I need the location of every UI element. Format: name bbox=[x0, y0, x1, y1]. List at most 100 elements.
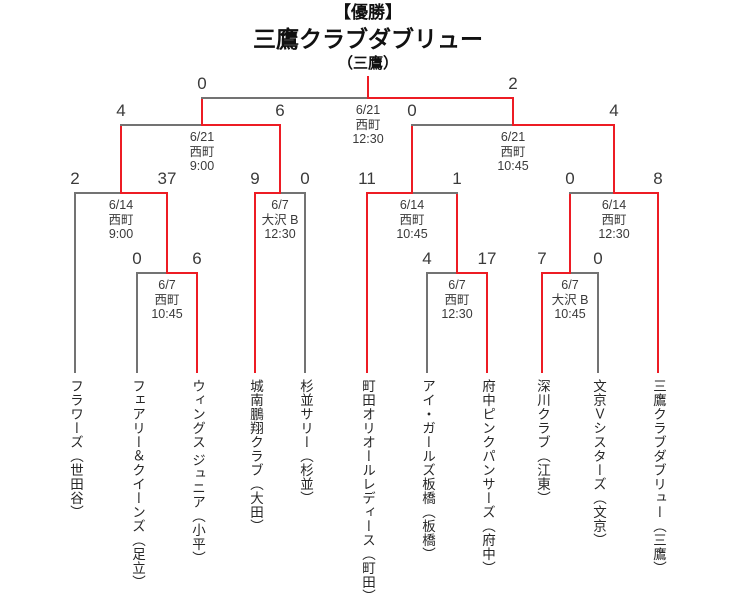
team-region-text: （江東） bbox=[535, 449, 550, 505]
champion-block: 【優勝】 三鷹クラブダブリュー （三鷹） bbox=[168, 2, 568, 74]
team-region-text: （町田） bbox=[360, 547, 375, 600]
team-leg-line bbox=[366, 192, 368, 373]
match-info-time: 10:45 bbox=[151, 307, 183, 321]
team-leg-line bbox=[597, 272, 599, 373]
winner-riser-line bbox=[367, 76, 369, 99]
champion-name: 三鷹クラブダブリュー bbox=[253, 26, 483, 52]
team-leg-line bbox=[486, 272, 488, 373]
match-info-time: 12:30 bbox=[598, 227, 630, 241]
team-name-text: ウィングス ジュニア bbox=[190, 379, 205, 510]
match-info-date: 6/7 bbox=[158, 278, 176, 292]
match-info-date: 6/21 bbox=[500, 130, 526, 144]
match-info-venue: 西町 bbox=[355, 117, 381, 132]
match-bar-right bbox=[201, 124, 281, 126]
team-region-text: （文京） bbox=[591, 491, 606, 547]
champion-label: 【優勝】 bbox=[334, 3, 402, 22]
match-info-date: 6/7 bbox=[561, 278, 579, 292]
team-leg-line bbox=[304, 192, 306, 373]
winner-riser-line bbox=[166, 193, 168, 274]
team-name: アイ・ガールズ板橋（板橋） bbox=[418, 379, 436, 561]
winner-riser-line bbox=[411, 125, 413, 194]
match-bar-left bbox=[569, 192, 614, 194]
team-name-text: 町田オリオールレディース bbox=[360, 379, 375, 547]
team-name: 文京Ｖシスターズ（文京） bbox=[589, 379, 607, 547]
team-name-text: 三鷹クラブダブリュー bbox=[651, 379, 666, 519]
team-name: ウィングス ジュニア（小平） bbox=[188, 379, 206, 565]
match-info-venue: 西町 bbox=[399, 212, 425, 227]
match-bar-left bbox=[426, 272, 457, 274]
team-name-text: 杉並サリー bbox=[298, 379, 313, 449]
team-region-text: （足立） bbox=[130, 533, 145, 589]
score-right: 1 bbox=[452, 169, 462, 188]
winner-riser-line bbox=[120, 125, 122, 194]
match-info-venue: 西町 bbox=[108, 212, 134, 227]
match-info-venue: 西町 bbox=[601, 212, 627, 227]
team-leg-line bbox=[136, 272, 138, 373]
score-left: 0 bbox=[565, 169, 575, 188]
team-region-text: （三鷹） bbox=[651, 519, 666, 575]
score-right: 37 bbox=[157, 169, 177, 188]
score-right: 6 bbox=[275, 101, 285, 120]
match-bar-left bbox=[411, 124, 513, 126]
team-name-text: フェアリー＆クイーンズ bbox=[130, 379, 145, 533]
winner-riser-line bbox=[456, 193, 458, 274]
match-info-venue: 大沢 B bbox=[261, 212, 299, 227]
match-bar-right bbox=[367, 97, 514, 99]
match-bar-right bbox=[120, 192, 168, 194]
match-info-date: 6/7 bbox=[271, 198, 289, 212]
score-left: 9 bbox=[250, 169, 260, 188]
match-info-venue: 大沢 B bbox=[551, 292, 589, 307]
team-leg-line bbox=[426, 272, 428, 373]
winner-riser-line bbox=[613, 125, 615, 194]
team-name-text: フラワーズ bbox=[68, 379, 83, 449]
team-name-text: 府中ピンクパンサーズ bbox=[480, 379, 495, 519]
score-right: 17 bbox=[477, 249, 497, 268]
match-info-date: 6/14 bbox=[108, 198, 134, 212]
match-bar-left bbox=[74, 192, 121, 194]
score-left: 0 bbox=[197, 74, 207, 93]
match-info-date: 6/7 bbox=[448, 278, 466, 292]
winner-riser-line bbox=[512, 98, 514, 126]
match-info-venue: 西町 bbox=[189, 144, 215, 159]
team-region-text: （大田） bbox=[248, 477, 263, 533]
team-name-text: 深川クラブ bbox=[535, 379, 550, 449]
team-region-text: （世田谷） bbox=[68, 449, 83, 519]
match-info-time: 10:45 bbox=[396, 227, 428, 241]
score-right: 4 bbox=[609, 101, 619, 120]
team-region-text: （杉並） bbox=[298, 449, 313, 505]
team-name: 深川クラブ（江東） bbox=[533, 379, 551, 505]
match-info-time: 12:30 bbox=[264, 227, 296, 241]
team-name: 杉並サリー（杉並） bbox=[296, 379, 314, 505]
match-bar-left bbox=[366, 192, 412, 194]
match-bar-left bbox=[120, 124, 202, 126]
team-leg-line bbox=[196, 272, 198, 373]
match-bar-left bbox=[254, 192, 280, 194]
match-bar-right bbox=[456, 272, 488, 274]
team-name: フェアリー＆クイーンズ（足立） bbox=[128, 379, 146, 589]
score-left: 2 bbox=[70, 169, 80, 188]
team-name: フラワーズ（世田谷） bbox=[66, 379, 84, 519]
score-left: 0 bbox=[407, 101, 417, 120]
score-left: 4 bbox=[116, 101, 126, 120]
match-info-date: 6/21 bbox=[355, 103, 381, 117]
team-leg-line bbox=[541, 272, 543, 373]
match-info-venue: 西町 bbox=[500, 144, 526, 159]
match-info-time: 12:30 bbox=[441, 307, 473, 321]
score-left: 11 bbox=[358, 169, 376, 188]
score-left: 4 bbox=[422, 249, 432, 268]
match-bar-right bbox=[569, 272, 599, 274]
score-left: 7 bbox=[537, 249, 547, 268]
match-info-date: 6/14 bbox=[601, 198, 627, 212]
match-info-time: 9:00 bbox=[108, 227, 134, 241]
team-name-text: アイ・ガールズ板橋 bbox=[420, 379, 435, 505]
team-name: 府中ピンクパンサーズ（府中） bbox=[478, 379, 496, 575]
score-right: 6 bbox=[192, 249, 202, 268]
match-info-time: 10:45 bbox=[554, 307, 586, 321]
